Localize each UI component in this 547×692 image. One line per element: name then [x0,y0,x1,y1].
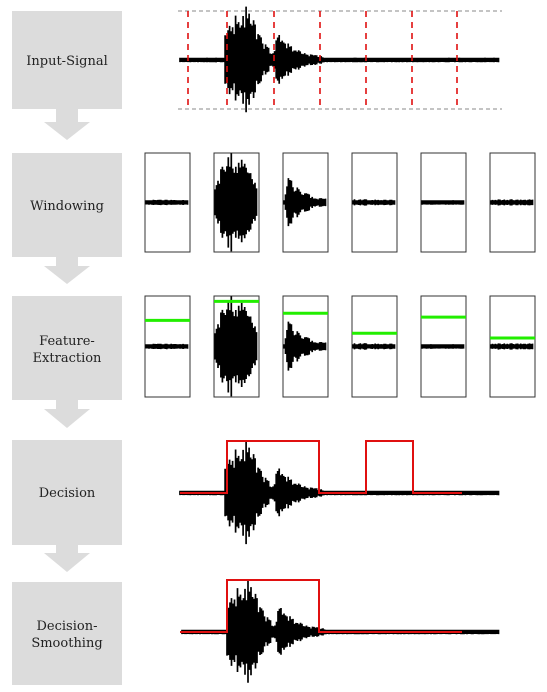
feature-window-1 [144,295,191,398]
decision-panel [179,440,500,545]
window-waveform [145,343,189,350]
label-windowing: Windowing [30,199,104,214]
feature-window-3 [282,295,329,398]
window-5 [420,152,467,253]
window-waveform [490,199,534,206]
feature-extraction-panel [144,295,536,398]
decision-smoothing-panel [180,579,500,683]
window-markers [187,11,458,109]
stage-boxes [12,11,122,685]
smoothed-decision-curve [180,579,462,633]
feature-window-2 [213,295,260,398]
window-2 [213,152,260,253]
label-decision-smoothing-1: Decision- [37,619,98,634]
window-4 [351,152,398,253]
window-waveform [352,343,396,350]
label-decision-smoothing-2: Smoothing [31,636,102,651]
label-feature-extraction-1: Feature- [39,334,95,349]
arrows [44,109,90,572]
stage-box-decision-smoothing [12,582,122,685]
window-waveform [490,343,534,350]
label-input-signal: Input-Signal [26,54,108,69]
label-decision: Decision [39,486,96,501]
feature-window-4 [351,295,398,398]
window-6 [489,152,536,253]
input-waveform-trace [179,6,500,113]
input-waveform [179,6,500,113]
window-3 [282,152,329,253]
window-waveform [421,344,465,349]
label-feature-extraction-2: Extraction [33,351,102,366]
window-waveform [421,200,465,205]
arrow-down-2 [44,257,90,284]
window-waveform [214,153,258,252]
window-waveform [283,321,327,371]
stage-box-decision [12,440,122,545]
stage-box-windowing [12,153,122,257]
input-signal-panel [178,6,502,113]
window-1 [144,152,191,253]
window-waveform [283,178,327,227]
window-waveform [145,199,189,206]
windowing-panel [144,152,536,253]
decision-curve [180,440,462,494]
feature-window-5 [420,295,467,398]
arrow-down-3 [44,400,90,428]
stage-box-feature-extraction [12,296,122,400]
window-waveform [352,199,396,206]
stage-box-input-signal [12,11,122,109]
arrow-down-4 [44,545,90,572]
window-waveform [214,296,258,397]
arrow-down-1 [44,109,90,140]
feature-window-6 [489,295,536,398]
